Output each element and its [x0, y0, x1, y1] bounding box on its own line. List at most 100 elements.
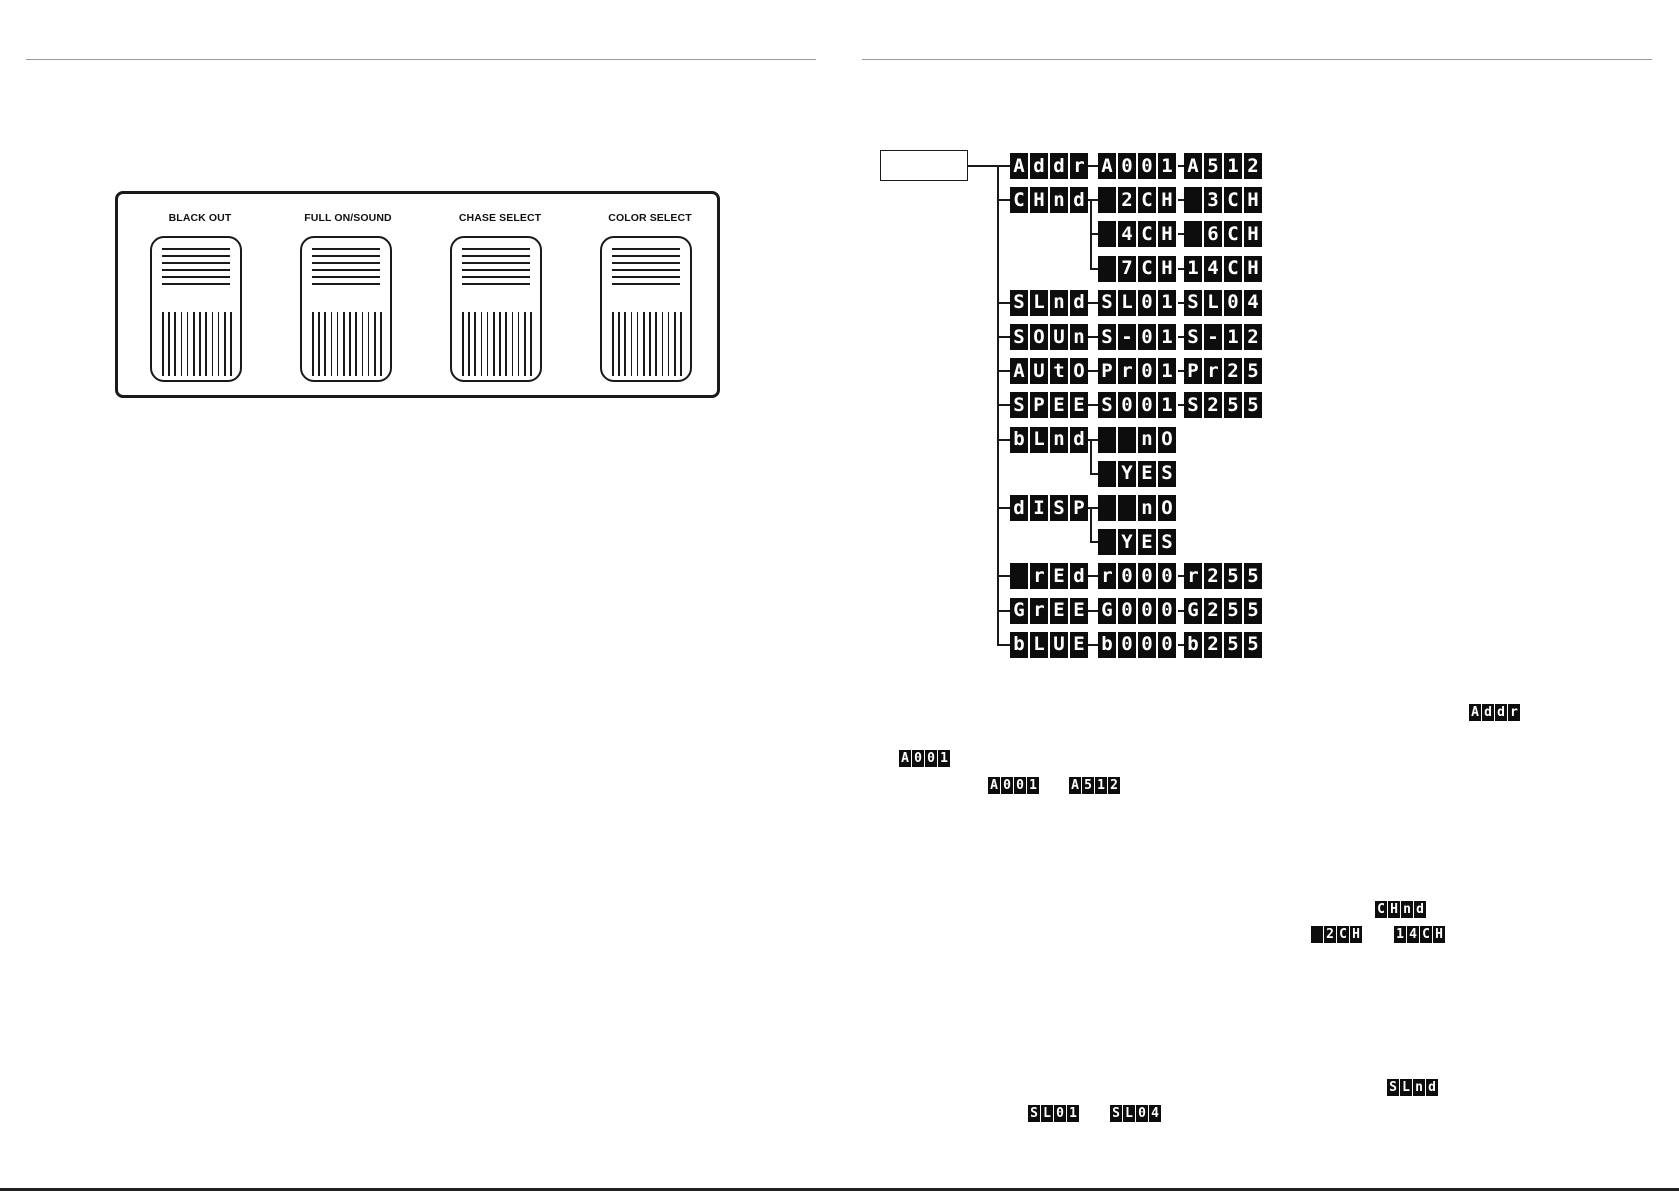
pedal-stripe-horizontal	[462, 262, 530, 264]
pedal-stripe-vertical	[162, 312, 164, 376]
pedal-stripe-horizontal	[162, 276, 230, 278]
lcd-cell-blank	[1098, 426, 1116, 453]
lcd-cell: b	[1184, 631, 1202, 658]
lcd-cell: 5	[1224, 563, 1242, 590]
page-bottom-edge	[0, 1188, 1679, 1191]
option-sub-trunk	[1090, 199, 1092, 268]
lcd-cell: G	[1184, 597, 1202, 624]
lcd-cell: O	[1070, 358, 1088, 385]
lcd-cell: 0	[1118, 563, 1136, 590]
lcd-cell: 0	[1138, 563, 1156, 590]
lcd-cell: r	[1070, 153, 1088, 179]
lcd-cell: L	[1400, 1079, 1412, 1096]
tree-branch	[997, 199, 1010, 202]
pedal-stripe-vertical	[374, 312, 376, 376]
pedal-color-select[interactable]	[600, 236, 692, 382]
pedal-label-chase-select: CHASE SELECT	[458, 212, 542, 224]
option-connector	[1088, 643, 1098, 646]
tree-branch	[997, 609, 1010, 612]
lcd-cell: 2	[1204, 392, 1222, 419]
pedal-stripe-vertical	[318, 312, 320, 376]
pedal-stripe-vertical	[649, 312, 651, 376]
lcd-cell: L	[1041, 1105, 1053, 1122]
pedal-stripe-vertical	[355, 312, 357, 376]
lcd-cell: t	[1050, 358, 1068, 385]
lcd-cell: 2	[1224, 358, 1242, 385]
lcd-cell: b	[1010, 426, 1028, 453]
lcd-cell: n	[1413, 1079, 1425, 1096]
lcd-cell: d	[1495, 704, 1507, 721]
lcd-cell: H	[1030, 187, 1048, 214]
lcd-cell: 2	[1244, 153, 1262, 179]
lcd-cell: H	[1158, 187, 1176, 214]
lcd-cell: 5	[1224, 597, 1242, 624]
pedal-label-black-out: BLACK OUT	[168, 212, 232, 224]
pedal-stripe-horizontal	[612, 248, 680, 250]
option-branch	[1090, 267, 1098, 270]
option-connector	[1088, 336, 1098, 338]
lcd-cell: d	[1070, 289, 1088, 316]
lcd-cell: S	[1028, 1105, 1040, 1122]
lcd-cell-blank	[1184, 221, 1202, 248]
pedal-stripe-horizontal	[162, 248, 230, 250]
lcd-cell: H	[1244, 255, 1262, 282]
lcd-cell: S	[1050, 495, 1068, 521]
lcd-cell: H	[1433, 926, 1445, 943]
pedal-full-on-sound[interactable]	[300, 236, 392, 382]
lcd-cell: 0	[1158, 597, 1176, 624]
lcd-cell: n	[1070, 324, 1088, 350]
lcd-cell: r	[1204, 358, 1222, 385]
lcd-cell: 1	[1158, 289, 1176, 316]
lcd-cell: r	[1098, 563, 1116, 590]
pedal-stripe-vertical	[199, 312, 201, 376]
lcd-cell: S	[1158, 529, 1176, 556]
tree-branch	[997, 165, 1010, 167]
lcd-cell: E	[1070, 631, 1088, 658]
pedal-stripe-vertical	[230, 312, 232, 376]
pedal-stripe-vertical	[336, 312, 339, 376]
lcd-cell-blank	[1098, 529, 1116, 556]
lcd-cell: C	[1138, 187, 1156, 214]
lcd-cell: 0	[912, 750, 924, 767]
lcd-cell: E	[1070, 392, 1088, 419]
pedal-stripe-vertical	[468, 312, 470, 376]
lcd-cell: 2	[1118, 187, 1136, 214]
pedal-stripe-horizontal	[162, 262, 230, 264]
lcd-cell: d	[1482, 704, 1494, 721]
pedal-stripe-horizontal	[312, 255, 380, 257]
pedal-stripe-vertical	[324, 312, 326, 376]
lcd-cell: 0	[1158, 563, 1176, 590]
pedal-stripe-vertical	[643, 312, 645, 376]
lcd-cell: 0	[1224, 289, 1242, 316]
pedal-stripe-vertical	[217, 312, 220, 376]
pedal-stripe-vertical	[655, 312, 657, 376]
pedal-stripe-horizontal	[312, 276, 380, 278]
lcd-cell: r	[1030, 563, 1048, 590]
pedal-stripe-vertical	[186, 312, 189, 376]
pedal-black-out[interactable]	[150, 236, 242, 382]
lcd-cell: S	[1387, 1079, 1399, 1096]
pedal-chase-select[interactable]	[450, 236, 542, 382]
lcd-cell: C	[1138, 255, 1156, 282]
pedal-stripe-vertical	[493, 312, 495, 376]
pedal-stripe-vertical	[630, 312, 633, 376]
lcd-cell: 0	[1138, 392, 1156, 419]
pedal-stripe-vertical	[312, 312, 314, 376]
lcd-cell: d	[1070, 563, 1088, 590]
option-branch	[1090, 472, 1098, 475]
lcd-cell: 5	[1244, 631, 1262, 658]
lcd-cell: n	[1138, 426, 1156, 453]
